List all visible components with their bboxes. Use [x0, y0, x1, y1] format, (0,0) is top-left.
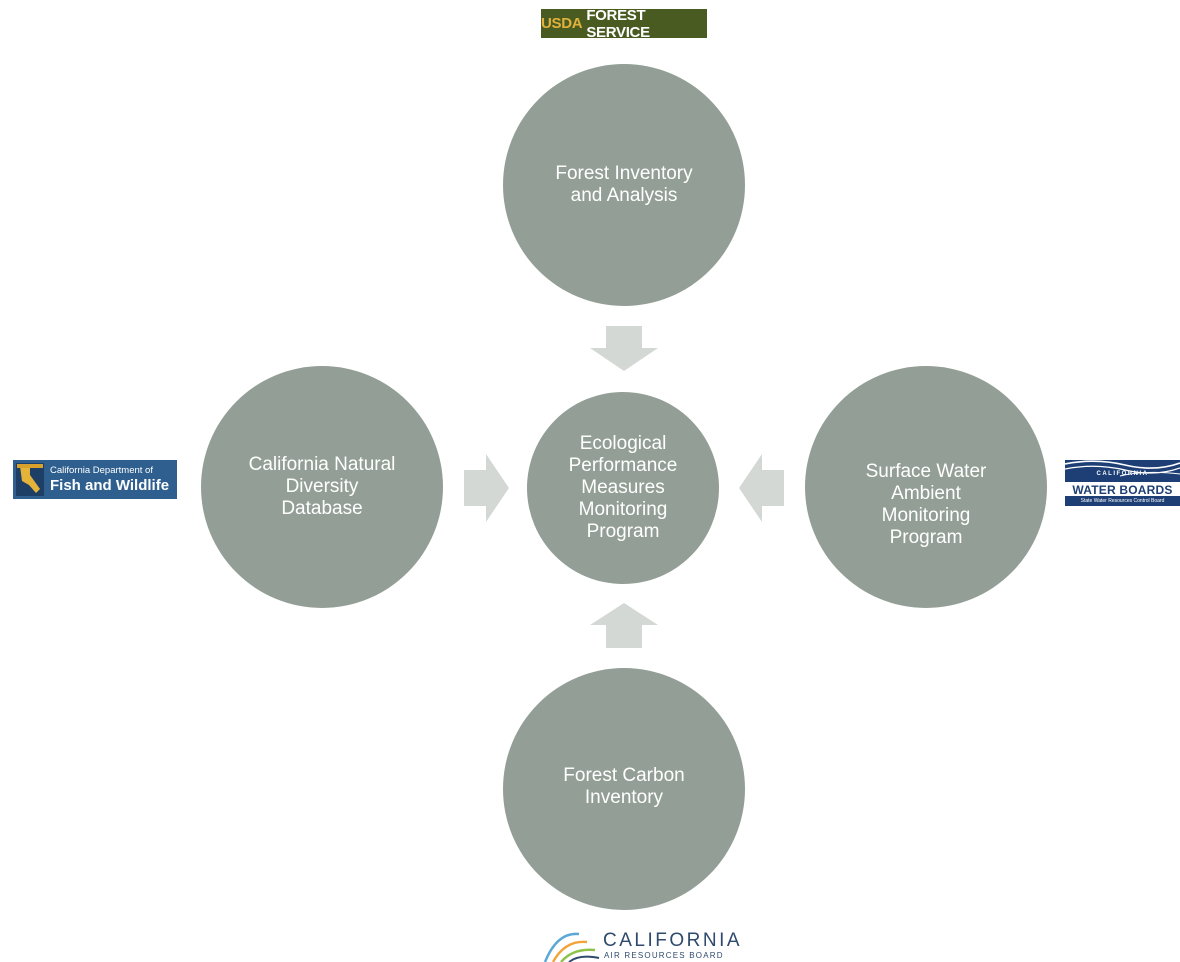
node-label: Surface Water Ambient Monitoring Program	[865, 461, 987, 548]
california-air-resources-board-logo: CALIFORNIA AIR RESOURCES BOARD	[543, 928, 743, 962]
water-boards-line1: CALIFORNIA	[1096, 471, 1149, 477]
arrow-down-icon	[590, 326, 658, 371]
node-label: Forest Inventory and Analysis	[555, 163, 693, 206]
cdfw-logo: California Department of Fish and Wildli…	[13, 460, 177, 499]
carb-logo-line2: AIR RESOURCES BOARD	[604, 951, 724, 960]
cdfw-logo-line1: California Department of	[50, 465, 153, 477]
node-california-natural-diversity-database: California Natural Diversity Database	[201, 366, 443, 608]
water-wave-icon	[1065, 460, 1180, 506]
node-ecological-performance-measures: Ecological Performance Measures Monitori…	[527, 392, 719, 584]
arrow-right-icon	[464, 454, 509, 522]
usda-forest-service-logo: USDA FOREST SERVICE	[541, 6, 707, 41]
node-label: California Natural Diversity Database	[248, 454, 396, 519]
arrow-left-icon	[739, 454, 784, 522]
arrow-up-icon	[590, 603, 658, 648]
usda-logo-text: USDA	[541, 15, 583, 32]
node-label: Forest Carbon Inventory	[563, 765, 685, 808]
california-water-boards-logo: CALIFORNIA WATER BOARDS State Water Reso…	[1065, 460, 1180, 506]
carb-logo-line1: CALIFORNIA	[603, 930, 743, 951]
forest-service-logo-text: FOREST SERVICE	[586, 6, 650, 41]
water-boards-line3: State Water Resources Control Board	[1080, 498, 1165, 504]
water-boards-line2: WATER BOARDS	[1072, 483, 1173, 497]
node-forest-carbon-inventory: Forest Carbon Inventory	[503, 668, 745, 910]
node-label: Ecological Performance Measures Monitori…	[568, 433, 678, 542]
node-forest-inventory-analysis: Forest Inventory and Analysis	[503, 64, 745, 306]
cdfw-logo-line2: Fish and Wildlife	[50, 476, 170, 494]
california-seal-icon	[16, 463, 44, 496]
node-surface-water-ambient-monitoring: Surface Water Ambient Monitoring Program	[805, 366, 1047, 608]
carb-arcs-icon	[543, 932, 600, 962]
